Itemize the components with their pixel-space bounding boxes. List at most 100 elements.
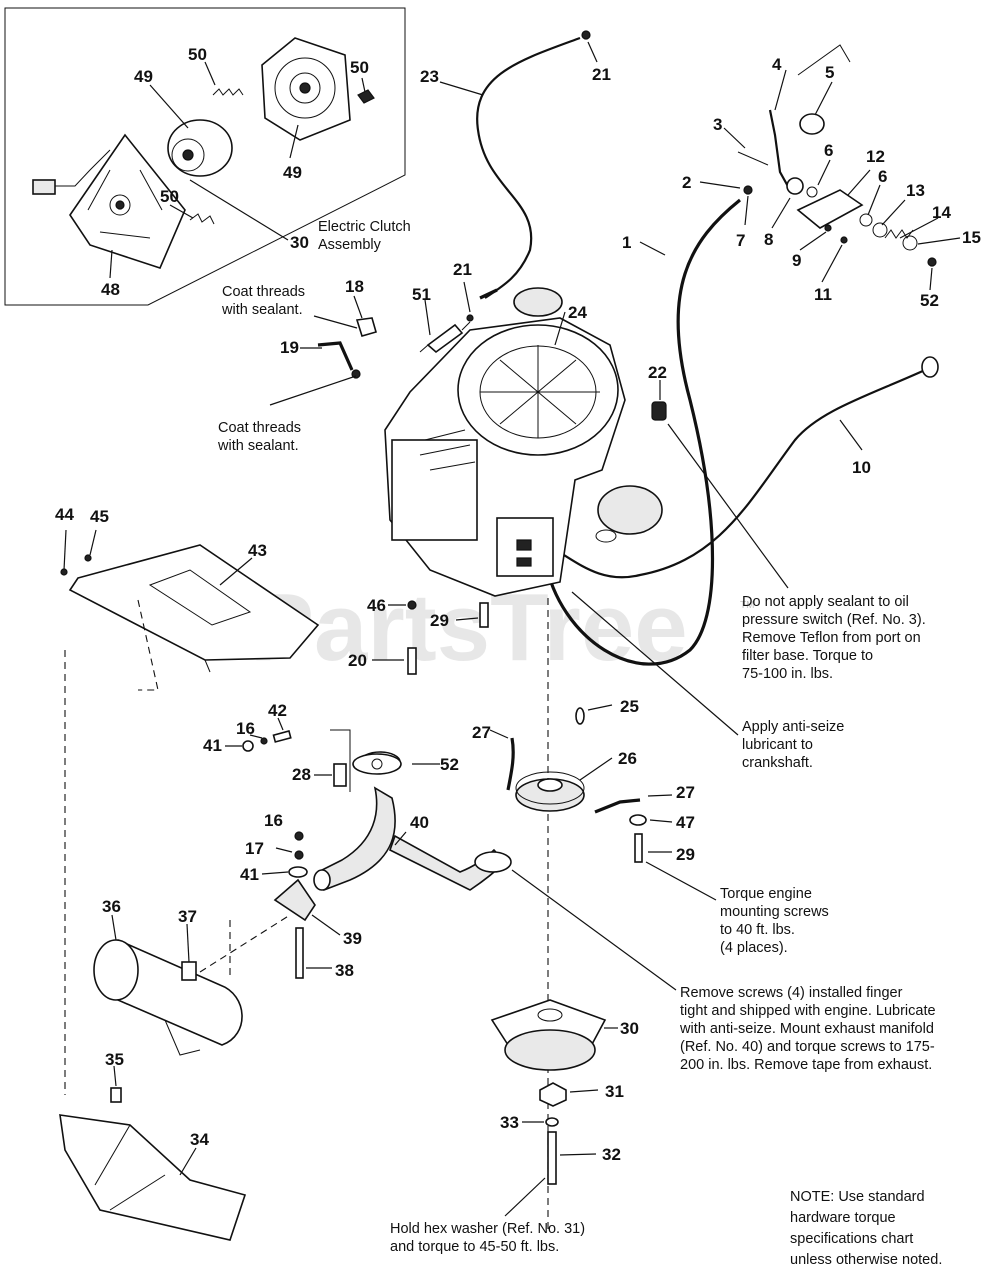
callout-7: 7 [736, 231, 745, 250]
callout-45: 45 [90, 507, 109, 526]
gasket-52b: 52 [352, 753, 459, 775]
callout-35: 35 [105, 1050, 124, 1069]
watermark-tm: TM [740, 600, 754, 611]
lever-4 [768, 109, 791, 191]
exhaust-manifold-40: 40 [313, 751, 677, 991]
bushing-8 [786, 177, 804, 195]
hardware-47-29: 47 29 Torque engine mounting screws to 4… [629, 813, 829, 956]
callout-48: 48 [101, 280, 120, 299]
muffler-36: 36 37 [93, 897, 291, 1056]
callout-42: 42 [268, 701, 287, 720]
callout-14: 14 [932, 203, 951, 222]
callout-20: 20 [348, 651, 367, 670]
callout-46: 46 [367, 596, 386, 615]
callout-6b: 6 [878, 167, 887, 186]
callout-33: 33 [500, 1113, 519, 1132]
callout-51: 51 [412, 285, 431, 304]
callout-29b: 29 [676, 845, 695, 864]
heat-shield-43: 43 44 45 [55, 505, 320, 1095]
callout-22: 22 [648, 363, 667, 382]
callout-30b: 30 [620, 1019, 639, 1038]
note-coat-top-line2: with sealant. [221, 302, 303, 318]
note-std-line3: specifications chart [790, 1231, 913, 1247]
note-clutch-line1: Electric Clutch [318, 219, 411, 235]
clutch-pulley-49a [167, 119, 233, 177]
callout-52b: 52 [440, 755, 459, 774]
callout-29a: 29 [430, 611, 449, 630]
callout-40: 40 [410, 813, 429, 832]
spacer-27b [594, 798, 641, 814]
note-oil-line1: Do not apply sealant to oil [742, 594, 909, 610]
muffler-shield-34: 35 34 [59, 1050, 247, 1241]
control-cable-1 [543, 198, 741, 666]
choke-cable-10 [551, 368, 926, 579]
mounting-bolts: 46 29 20 [348, 596, 489, 675]
clutch-rotor-49b [261, 37, 351, 141]
callout-50a: 50 [188, 45, 207, 64]
pulley-assembly: 25 27 26 27 [472, 697, 695, 814]
note-std-line4: unless otherwise noted. [790, 1252, 942, 1268]
callout-13: 13 [906, 181, 925, 200]
callout-10: 10 [852, 458, 871, 477]
notes-right: Do not apply sealant to oil pressure swi… [571, 591, 926, 771]
clutch-inset-border [4, 7, 406, 306]
callout-12: 12 [866, 147, 885, 166]
callout-38: 38 [335, 961, 354, 980]
note-torque-line4: (4 places). [720, 940, 788, 956]
spacer-27a [506, 737, 515, 791]
callout-30a: 30 [290, 233, 309, 252]
callout-50b: 50 [160, 187, 179, 206]
key-25 [575, 707, 585, 725]
spring-50a [212, 88, 244, 96]
callout-32: 32 [602, 1145, 621, 1164]
note-std-line2: hardware torque [790, 1210, 896, 1226]
electric-clutch-30: 30 Remove screws (4) installed finger ti… [490, 985, 936, 1073]
callout-4: 4 [772, 55, 782, 74]
callout-25: 25 [620, 697, 639, 716]
watermark: PartsTree [250, 574, 688, 681]
callout-15: 15 [962, 228, 981, 247]
clutch-base-plate-48 [32, 133, 186, 269]
callout-31: 31 [605, 1082, 624, 1101]
callout-50c: 50 [350, 58, 369, 77]
callout-52a: 52 [920, 291, 939, 310]
note-remove-line3: with anti-seize. Mount exhaust manifold [679, 1021, 934, 1037]
callout-28: 28 [292, 765, 311, 784]
callout-3: 3 [713, 115, 722, 134]
callout-16b: 16 [264, 811, 283, 830]
bracket-39 [273, 878, 316, 922]
hardware-stack-16-17-41: 16 17 41 39 38 [240, 811, 362, 980]
callout-16a: 16 [236, 719, 255, 738]
callout-23: 23 [420, 67, 439, 86]
note-antiseize-line2: lubricant to [742, 737, 813, 753]
note-torque-line2: mounting screws [720, 904, 829, 920]
note-remove-line1: Remove screws (4) installed finger [680, 985, 903, 1001]
note-coat-bottom-line2: with sealant. [217, 438, 299, 454]
callout-26: 26 [618, 749, 637, 768]
note-oil-line2: pressure switch (Ref. No. 3). [742, 612, 926, 628]
hardware-41-16-42: 41 16 42 [203, 701, 292, 755]
note-hold-line2: and torque to 45-50 ft. lbs. [390, 1239, 559, 1255]
callout-36: 36 [102, 897, 121, 916]
callout-6a: 6 [824, 141, 833, 160]
callout-41a: 41 [203, 736, 222, 755]
callout-49a: 49 [134, 67, 153, 86]
note-oil-line5: 75-100 in. lbs. [742, 666, 833, 682]
clamp-37 [181, 961, 197, 981]
note-oil-line4: filter base. Torque to [742, 648, 873, 664]
note-coat-top-line1: Coat threads [222, 284, 305, 300]
hardware-31-32-33: 31 33 32 Hold hex washer (Ref. No. 31) a… [390, 1082, 624, 1255]
bracket-12 [796, 189, 864, 229]
callout-5: 5 [825, 63, 834, 82]
note-antiseize-line1: Apply anti-seize [742, 719, 844, 735]
note-hold-line1: Hold hex washer (Ref. No. 31) [390, 1221, 585, 1237]
bracket-28: 28 [292, 729, 351, 792]
clip-35 [110, 1087, 122, 1103]
note-clutch-line2: Assembly [318, 237, 382, 253]
note-remove-line2: tight and shipped with engine. Lubricate [680, 1003, 936, 1019]
callout-24: 24 [568, 303, 587, 322]
engine-24: 24 [384, 287, 663, 597]
callout-47: 47 [676, 813, 695, 832]
callout-39: 39 [343, 929, 362, 948]
oil-pressure-switch-22: 22 [648, 363, 789, 589]
